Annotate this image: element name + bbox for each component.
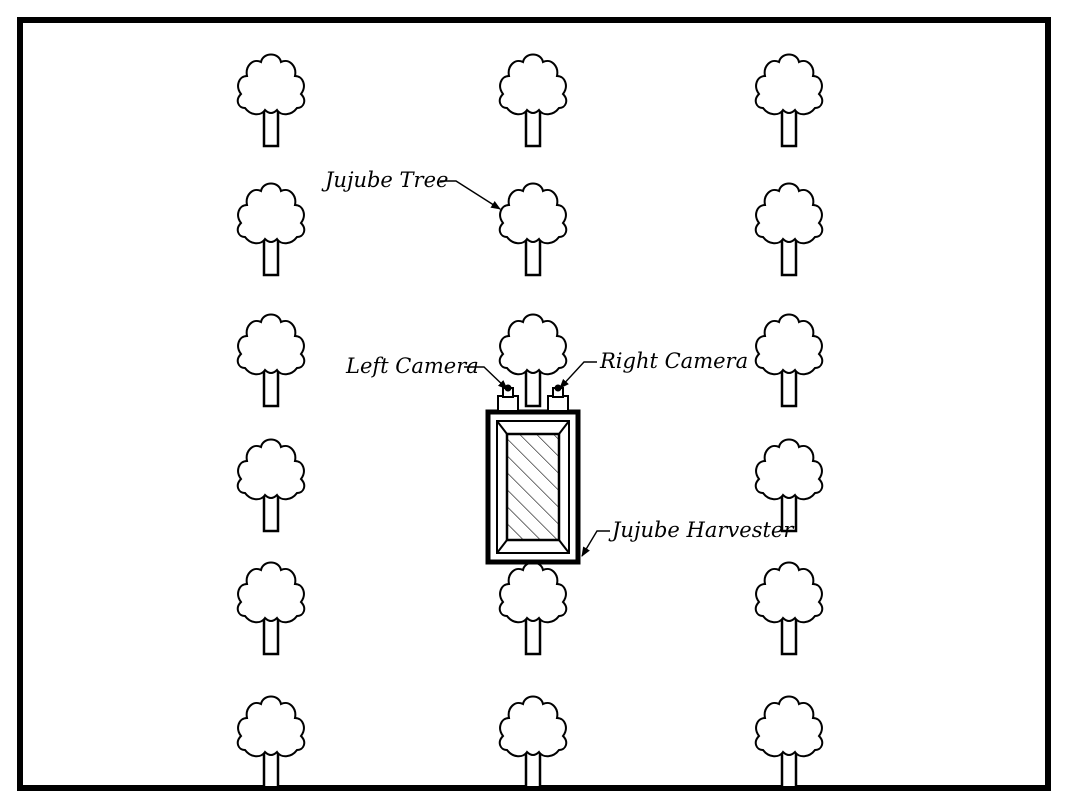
leader-right-camera	[559, 361, 597, 389]
label-right-camera: Right Camera	[599, 349, 748, 373]
harvester-hatched-bed	[505, 432, 561, 542]
leader-left-camera	[464, 366, 508, 390]
label-jujube-harvester: Jujube Harvester	[608, 518, 795, 542]
leader-jujube-harvester	[581, 530, 610, 557]
leader-lines	[440, 180, 610, 557]
left-camera	[497, 384, 519, 412]
label-jujube-tree: Jujube Tree	[321, 168, 448, 192]
leader-jujube-tree	[440, 180, 501, 210]
jujube-harvester	[485, 409, 581, 565]
label-left-camera: Left Camera	[345, 354, 479, 378]
